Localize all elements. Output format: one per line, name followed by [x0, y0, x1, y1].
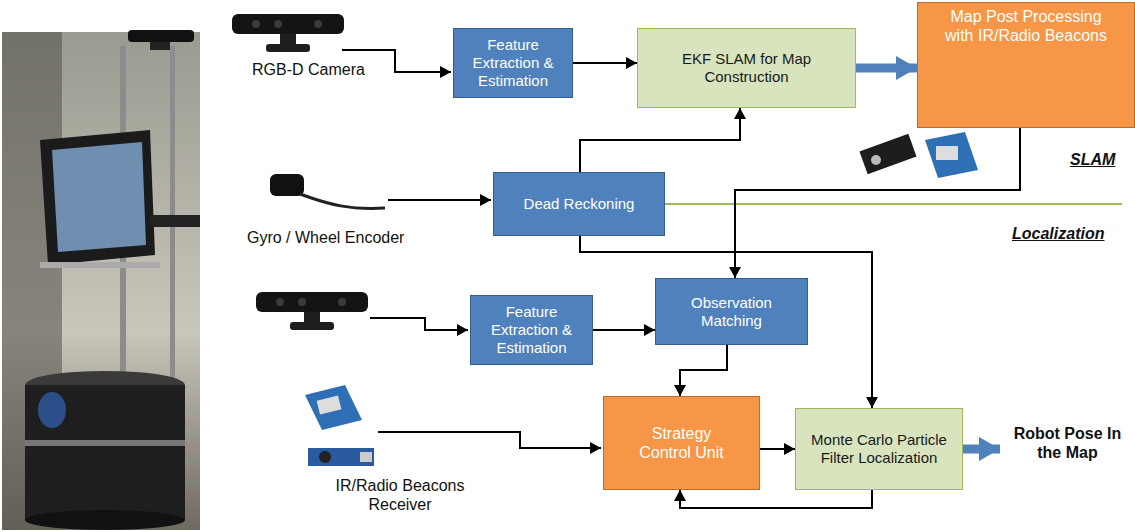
node-text-group: Monte Carlo Particle Filter Localization — [798, 427, 960, 471]
camera-foot — [266, 44, 310, 52]
robot-camera — [128, 30, 194, 42]
robot-keyboard — [150, 215, 200, 227]
process-box: Dead Reckoning — [493, 172, 665, 236]
node-text-group: Dead Reckoning — [518, 191, 641, 217]
connector — [580, 108, 740, 172]
rgbd-camera-icon — [256, 292, 368, 330]
robot-shelf — [40, 262, 160, 268]
camera-neck — [280, 34, 296, 44]
gyro-body — [270, 174, 304, 196]
radio-chip — [936, 146, 958, 160]
node-label: Monte Carlo Particle Filter Localization — [804, 431, 954, 467]
camera-lens — [252, 20, 260, 28]
ir-sensor — [319, 451, 331, 463]
robot-base-ring — [25, 440, 185, 446]
process-box: Observation Matching — [655, 278, 808, 345]
signal-wire — [388, 199, 491, 201]
connector — [573, 62, 637, 64]
caption-label: IR/Radio Beacons Receiver — [325, 476, 475, 514]
connector — [680, 345, 727, 396]
camera-lens — [314, 20, 322, 28]
beacon-receiver-icon — [305, 385, 374, 466]
camera-lens — [274, 20, 282, 28]
gyro-icon — [270, 174, 385, 208]
node-text-group: Feature Extraction & Estimation — [454, 32, 572, 94]
separator-line — [665, 203, 1122, 205]
node-label: Strategy Control Unit — [627, 424, 737, 462]
rgbd-camera-icon — [232, 14, 344, 52]
node-text-group: Strategy Control Unit — [621, 420, 743, 466]
caption-label: Gyro / Wheel Encoder — [247, 228, 447, 247]
robot-screen — [40, 130, 155, 265]
node-text-group: EKF SLAM for Map Construction — [638, 46, 855, 90]
signal-wire — [370, 318, 468, 330]
process-box: Map Post Processing with IR/Radio Beacon… — [917, 2, 1135, 128]
node-label: EKF SLAM for Map Construction — [644, 50, 849, 86]
robot-screen-display — [52, 142, 146, 252]
ir-board — [859, 134, 916, 174]
node-label: Feature Extraction & Estimation — [460, 36, 566, 90]
connector — [735, 128, 1020, 278]
process-box: Feature Extraction & Estimation — [453, 28, 573, 98]
camera-lens — [276, 298, 284, 306]
camera-lens — [338, 298, 346, 306]
radio-module — [305, 385, 362, 430]
robot-photo — [2, 30, 200, 530]
ir-pins — [360, 452, 372, 462]
beacon-chips-icon — [859, 132, 978, 178]
signal-wire — [378, 432, 601, 448]
node-label: Feature Extraction & Estimation — [477, 303, 586, 357]
caption-label: RGB-D Camera — [252, 60, 382, 79]
node-label: Observation Matching — [662, 294, 801, 330]
filter-box: Monte Carlo Particle Filter Localization — [795, 408, 963, 490]
gyro-cable — [300, 194, 385, 208]
node-text-group: Observation Matching — [656, 290, 807, 334]
connector — [593, 329, 655, 331]
connector — [580, 236, 872, 408]
connector — [760, 448, 795, 450]
robot-base — [25, 385, 185, 520]
radio-module — [925, 132, 978, 178]
robot-part — [38, 392, 66, 428]
ir-board — [308, 448, 374, 466]
ir-sensor — [871, 155, 881, 165]
node-text-group: Feature Extraction & Estimation — [471, 299, 592, 361]
node-text-group: Map Post Processing with IR/Radio Beacon… — [935, 3, 1117, 49]
camera-foot — [290, 322, 334, 330]
camera-body — [232, 14, 344, 34]
node-label: Dead Reckoning — [524, 195, 635, 213]
filter-box: EKF SLAM for Map Construction — [637, 28, 856, 108]
caption-label: SLAM — [1070, 150, 1130, 169]
control-box: Strategy Control Unit — [603, 396, 760, 490]
camera-neck — [304, 312, 320, 322]
caption-label: Robot Pose In the Map — [1005, 424, 1130, 462]
node-label: Map Post Processing with IR/Radio Beacon… — [941, 7, 1111, 45]
flow-arrow — [856, 64, 917, 73]
photo-ground — [2, 32, 200, 530]
robot-camera-stand — [150, 42, 170, 50]
camera-lens — [298, 298, 306, 306]
process-box: Feature Extraction & Estimation — [470, 295, 593, 365]
camera-body — [256, 292, 368, 312]
caption-label: Localization — [1012, 224, 1122, 243]
robot-base-bottom — [25, 510, 185, 530]
radio-chip — [317, 396, 342, 415]
connector — [680, 490, 872, 508]
